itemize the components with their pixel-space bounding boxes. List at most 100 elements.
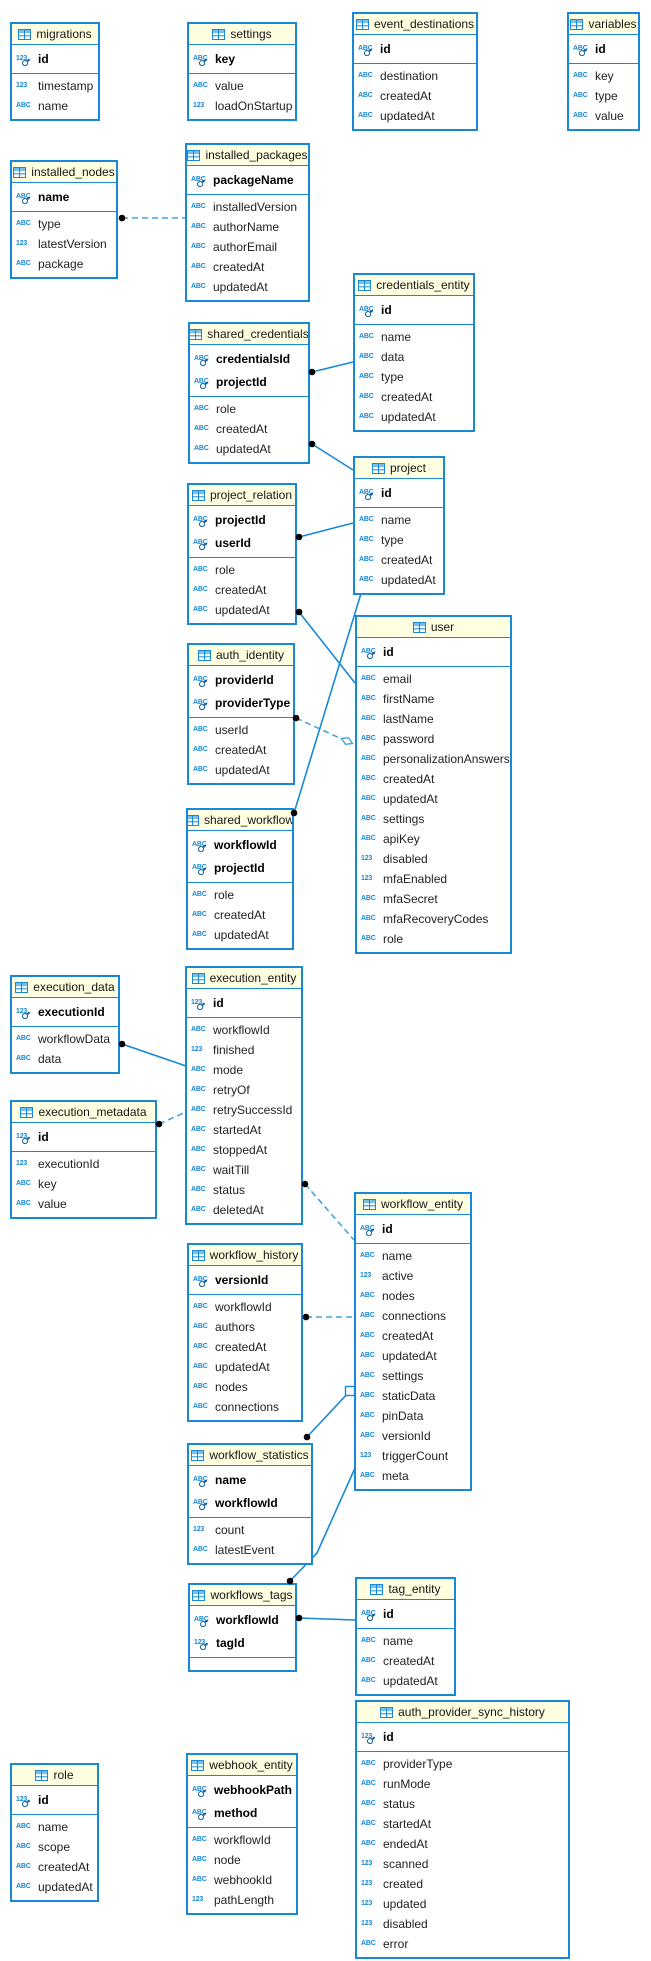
table-header[interactable]: auth_identity <box>189 645 293 666</box>
table-header[interactable]: project_relation <box>189 485 295 506</box>
table-header[interactable]: execution_data <box>12 977 118 998</box>
table-header[interactable]: webhook_entity <box>188 1755 296 1776</box>
table-header[interactable]: workflow_entity <box>356 1194 470 1215</box>
table-header[interactable]: migrations <box>12 24 98 45</box>
table-header[interactable]: installed_packages <box>187 145 308 166</box>
table-header[interactable]: workflow_history <box>189 1245 301 1266</box>
table-header[interactable]: workflow_statistics <box>189 1445 311 1466</box>
table-header[interactable]: role <box>12 1765 97 1786</box>
table-header[interactable]: variables <box>569 14 638 35</box>
table-header[interactable]: execution_metadata <box>12 1102 155 1123</box>
table-header[interactable]: shared_credentials <box>190 324 308 345</box>
table-header[interactable]: credentials_entity <box>355 275 473 296</box>
table-header[interactable]: workflows_tags <box>190 1585 295 1606</box>
